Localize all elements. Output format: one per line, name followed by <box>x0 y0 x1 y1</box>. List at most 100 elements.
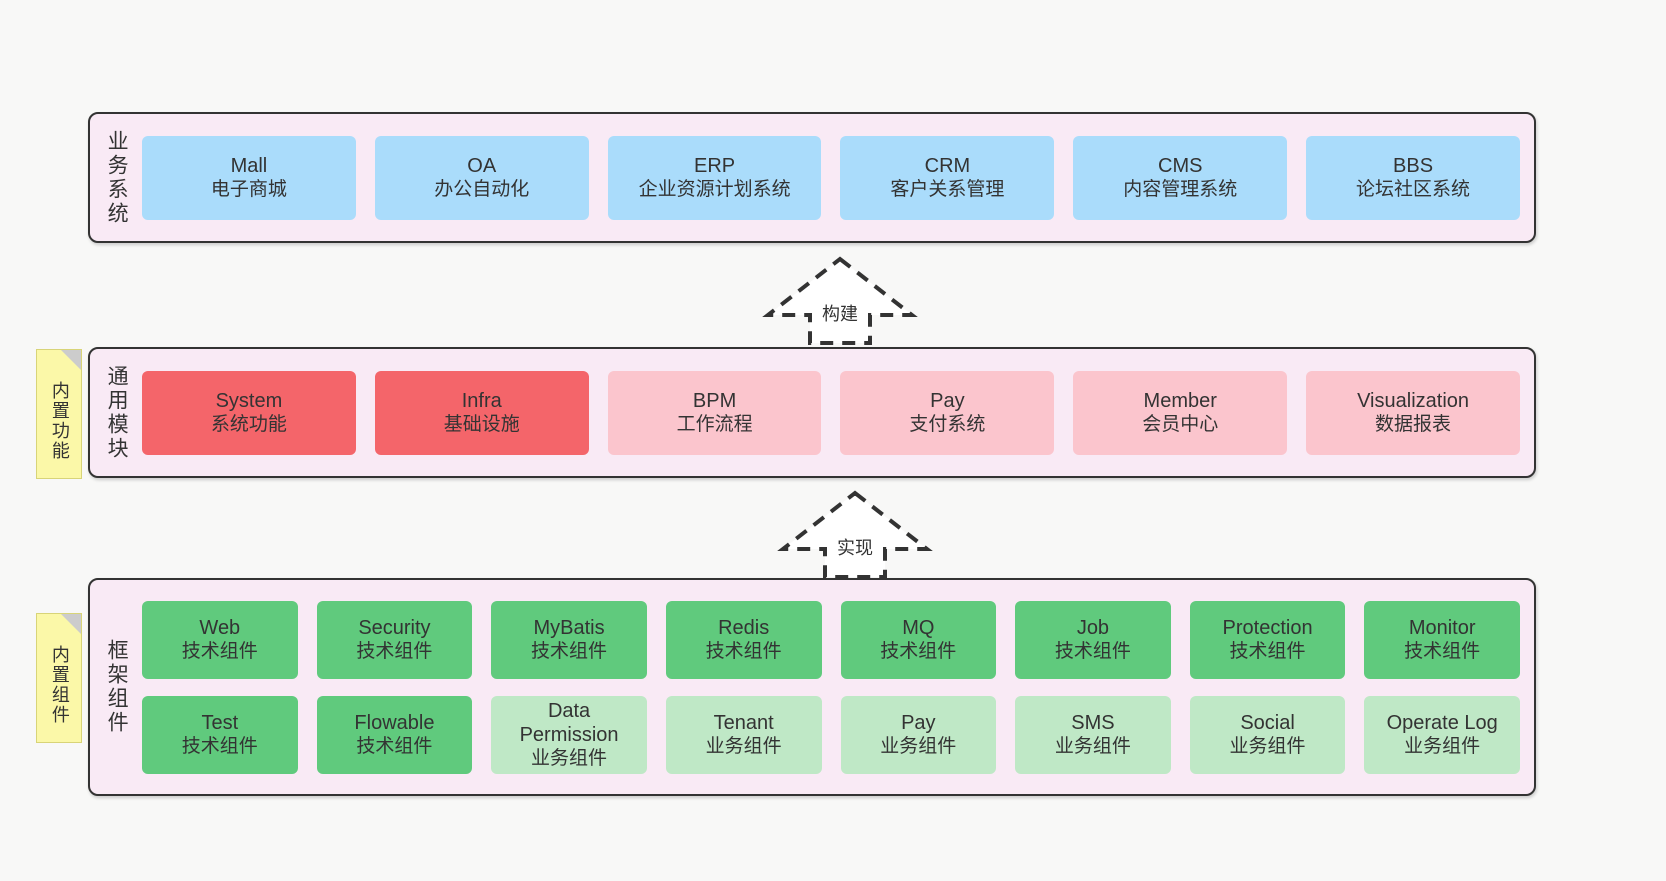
node-title-en: Pay <box>901 711 936 734</box>
layer-body-modules: System 系统功能 Infra 基础设施 BPM 工作流程 Pay 支付系统… <box>142 349 1534 476</box>
node-title-en: OA <box>467 154 497 177</box>
layer-business-systems: 业务系统 Mall 电子商城 OA 办公自动化 ERP 企业资源计划系统 CRM… <box>88 112 1536 243</box>
node-bpm[interactable]: BPM 工作流程 <box>607 370 822 455</box>
node-title-cn: 业务组件 <box>1404 736 1481 758</box>
node-data-permission[interactable]: Data Permission 业务组件 <box>491 695 647 774</box>
node-title-cn: 技术组件 <box>705 641 782 663</box>
node-flowable[interactable]: Flowable 技术组件 <box>316 695 473 774</box>
node-title-cn: 办公自动化 <box>434 179 530 201</box>
note-label: 内置功能 <box>49 381 70 461</box>
layer-framework-components: 框架组件 Web 技术组件 Security 技术组件 MyBatis 技术组件… <box>88 578 1536 796</box>
node-title-cn: 业务组件 <box>880 736 957 758</box>
node-member[interactable]: Member 会员中心 <box>1073 370 1288 455</box>
arrow-label-build: 构建 <box>822 304 858 324</box>
node-title-en: Member <box>1143 389 1217 412</box>
node-title-cn: 技术组件 <box>1054 641 1131 663</box>
node-title-cn: 内容管理系统 <box>1123 179 1238 201</box>
node-title-en: Job <box>1076 616 1110 639</box>
node-title-cn: 业务组件 <box>1229 736 1306 758</box>
node-title-en: ERP <box>694 154 736 177</box>
node-title-cn: 技术组件 <box>1229 641 1306 663</box>
node-row: Web 技术组件 Security 技术组件 MyBatis 技术组件 Redi… <box>142 600 1520 679</box>
node-pay-module[interactable]: Pay 支付系统 <box>840 370 1055 455</box>
node-title-cn: 系统功能 <box>210 414 287 436</box>
node-row: Mall 电子商城 OA 办公自动化 ERP 企业资源计划系统 CRM 客户关系… <box>142 135 1520 220</box>
node-title-cn: 客户关系管理 <box>890 179 1005 201</box>
node-title-cn: 支付系统 <box>909 414 986 436</box>
node-title-en: MQ <box>902 616 935 639</box>
arrow-label-implement: 实现 <box>837 538 873 558</box>
node-title-en: MyBatis <box>533 616 605 639</box>
node-pay-component[interactable]: Pay 业务组件 <box>840 695 997 774</box>
node-title-en: Monitor <box>1408 616 1476 639</box>
node-sms[interactable]: SMS 业务组件 <box>1015 695 1171 774</box>
node-operate-log[interactable]: Operate Log 业务组件 <box>1364 695 1520 774</box>
node-title-en: System <box>215 389 283 412</box>
node-title-en: Security <box>358 616 431 639</box>
node-job[interactable]: Job 技术组件 <box>1015 600 1171 679</box>
node-title-en: Social <box>1240 711 1295 734</box>
node-system[interactable]: System 系统功能 <box>142 370 356 455</box>
node-title-en: Protection <box>1222 616 1313 639</box>
node-title-en: Flowable <box>354 711 435 734</box>
note-label: 内置组件 <box>49 645 70 725</box>
node-title-cn: 技术组件 <box>356 736 433 758</box>
arrow-implement: 实现 <box>775 487 935 582</box>
layer-title-framework: 框架组件 <box>105 639 129 735</box>
node-title-cn: 企业资源计划系统 <box>638 179 791 201</box>
node-title-en: Pay <box>930 389 965 412</box>
node-title-cn: 数据报表 <box>1375 414 1452 436</box>
node-title-cn: 技术组件 <box>181 641 258 663</box>
node-social[interactable]: Social 业务组件 <box>1189 695 1346 774</box>
node-row: Test 技术组件 Flowable 技术组件 Data Permission … <box>142 695 1520 774</box>
node-title-cn: 业务组件 <box>1054 736 1131 758</box>
layer-body-framework: Web 技术组件 Security 技术组件 MyBatis 技术组件 Redi… <box>142 580 1534 794</box>
node-title-cn: 电子商城 <box>210 179 287 201</box>
node-cms[interactable]: CMS 内容管理系统 <box>1073 135 1288 220</box>
node-protection[interactable]: Protection 技术组件 <box>1189 600 1346 679</box>
dashed-up-arrow-icon <box>777 490 933 579</box>
node-title-en: CRM <box>924 154 971 177</box>
node-title-cn: 基础设施 <box>443 414 520 436</box>
node-mybatis[interactable]: MyBatis 技术组件 <box>491 600 647 679</box>
note-builtin-functions: 内置功能 <box>36 349 82 479</box>
layer-common-modules: 通用模块 System 系统功能 Infra 基础设施 BPM 工作流程 Pay… <box>88 347 1536 478</box>
node-title-cn: 业务组件 <box>705 736 782 758</box>
node-web[interactable]: Web 技术组件 <box>142 600 298 679</box>
node-mall[interactable]: Mall 电子商城 <box>142 135 356 220</box>
node-oa[interactable]: OA 办公自动化 <box>374 135 589 220</box>
node-title-en: SMS <box>1071 711 1115 734</box>
node-title-en: Redis <box>718 616 770 639</box>
node-title-cn: 技术组件 <box>531 641 608 663</box>
node-bbs[interactable]: BBS 论坛社区系统 <box>1306 135 1520 220</box>
layer-title-modules: 通用模块 <box>105 364 129 461</box>
node-infra[interactable]: Infra 基础设施 <box>374 370 589 455</box>
layer-body-business: Mall 电子商城 OA 办公自动化 ERP 企业资源计划系统 CRM 客户关系… <box>142 114 1534 241</box>
node-title-cn: 技术组件 <box>880 641 957 663</box>
node-title-en: BBS <box>1393 154 1434 177</box>
node-title-en: Web <box>199 616 241 639</box>
node-title-cn: 技术组件 <box>1404 641 1481 663</box>
node-test[interactable]: Test 技术组件 <box>142 695 298 774</box>
node-title-cn: 技术组件 <box>356 641 433 663</box>
node-security[interactable]: Security 技术组件 <box>316 600 473 679</box>
node-title-en: Infra <box>461 389 502 412</box>
node-title-en: Visualization <box>1357 389 1470 412</box>
note-builtin-components: 内置组件 <box>36 613 82 743</box>
node-title-en: BPM <box>692 389 737 412</box>
node-crm[interactable]: CRM 客户关系管理 <box>840 135 1055 220</box>
node-erp[interactable]: ERP 企业资源计划系统 <box>607 135 822 220</box>
node-monitor[interactable]: Monitor 技术组件 <box>1364 600 1520 679</box>
node-redis[interactable]: Redis 技术组件 <box>665 600 822 679</box>
node-tenant[interactable]: Tenant 业务组件 <box>665 695 822 774</box>
node-title-cn: 论坛社区系统 <box>1356 179 1471 201</box>
node-title-cn: 工作流程 <box>676 414 753 436</box>
node-title-en: Data Permission <box>519 699 619 746</box>
node-mq[interactable]: MQ 技术组件 <box>840 600 997 679</box>
node-title-en: Test <box>201 711 239 734</box>
node-title-cn: 会员中心 <box>1142 414 1219 436</box>
node-visualization[interactable]: Visualization 数据报表 <box>1306 370 1520 455</box>
node-title-en: Tenant <box>713 711 774 734</box>
arrow-build: 构建 <box>760 253 920 348</box>
node-title-en: CMS <box>1158 154 1203 177</box>
